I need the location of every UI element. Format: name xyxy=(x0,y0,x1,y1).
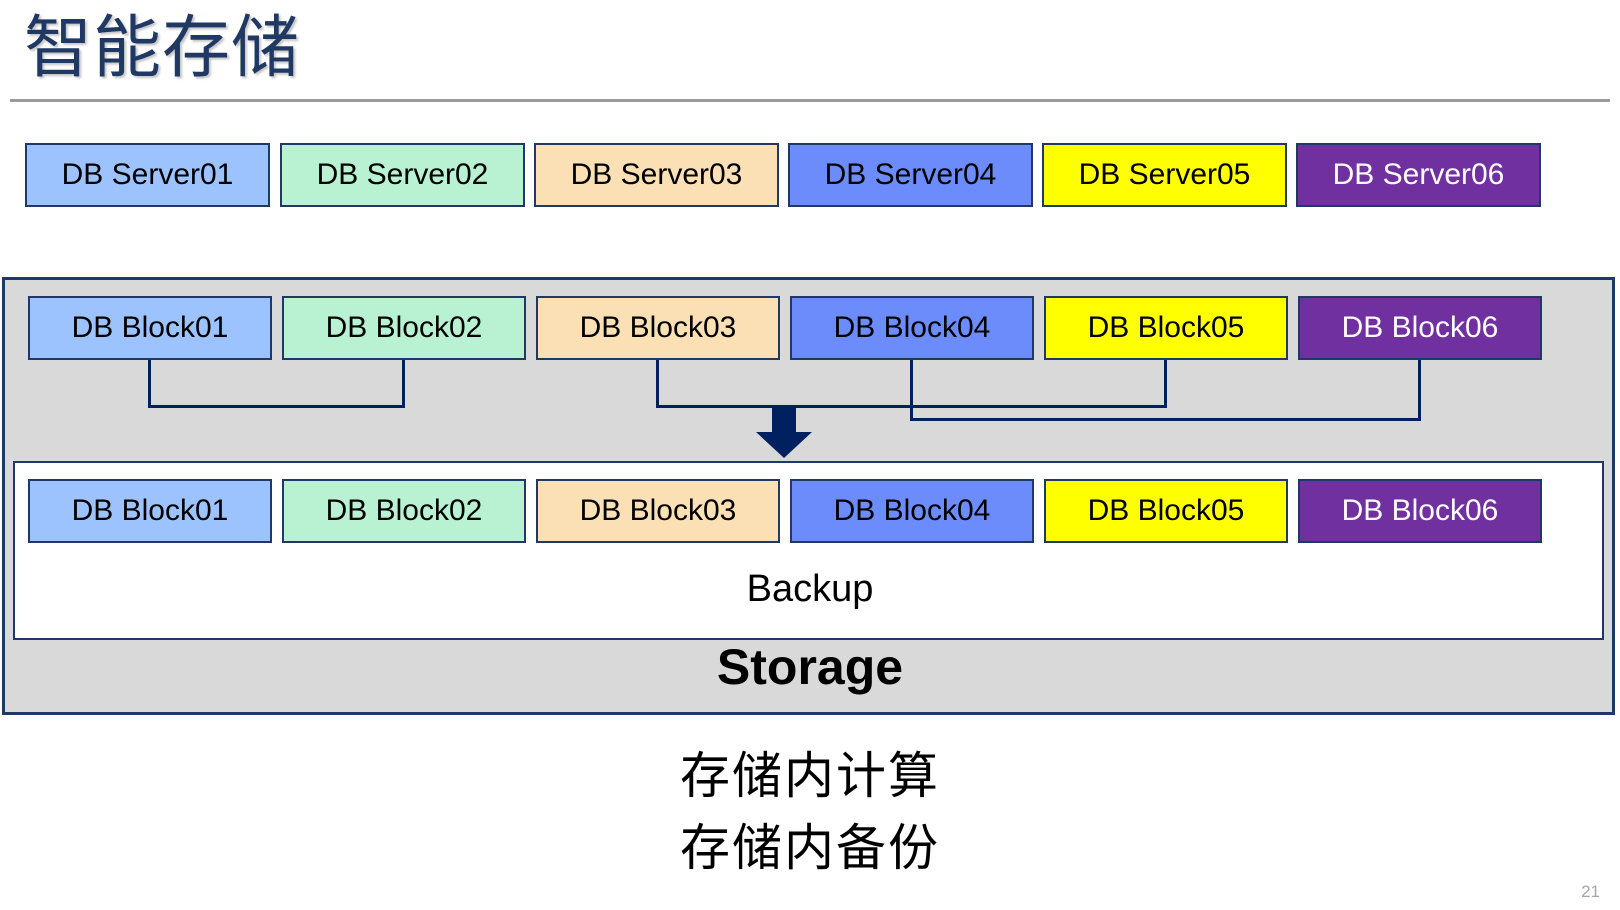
db-server-box-2[interactable]: DB Server02 xyxy=(280,143,525,207)
title-divider xyxy=(10,99,1610,102)
db-block-top-4[interactable]: DB Block04 xyxy=(790,296,1034,360)
down-arrow-icon xyxy=(756,408,812,458)
bracket-block04-block06-right-leg xyxy=(1418,360,1421,418)
db-block-top-4-label: DB Block04 xyxy=(833,311,991,344)
db-server-box-6-label: DB Server06 xyxy=(1332,158,1505,191)
bracket-block03-block05-right-leg xyxy=(1164,360,1167,405)
db-block-top-2[interactable]: DB Block02 xyxy=(282,296,526,360)
db-server-box-5-label: DB Server05 xyxy=(1078,158,1251,191)
db-block-top-1[interactable]: DB Block01 xyxy=(28,296,272,360)
bracket-block03-block05-left-leg xyxy=(656,360,659,405)
db-block-bottom-6[interactable]: DB Block06 xyxy=(1298,479,1542,543)
db-block-top-6-label: DB Block06 xyxy=(1341,311,1499,344)
db-block-top-3-label: DB Block03 xyxy=(579,311,737,344)
bracket-block01-block02-right-leg xyxy=(402,360,405,405)
arrow-head xyxy=(756,432,812,458)
db-server-box-4[interactable]: DB Server04 xyxy=(788,143,1033,207)
bracket-block04-block06-left-leg xyxy=(910,360,913,418)
db-block-top-2-label: DB Block02 xyxy=(325,311,483,344)
db-block-top-1-label: DB Block01 xyxy=(71,311,229,344)
db-block-top-5[interactable]: DB Block05 xyxy=(1044,296,1288,360)
db-block-bottom-1[interactable]: DB Block01 xyxy=(28,479,272,543)
arrow-stem xyxy=(772,408,796,434)
backup-label: Backup xyxy=(746,568,874,610)
caption-line-1: 存储内计算 xyxy=(680,748,940,804)
bracket-block01-block02-crossbar xyxy=(148,405,405,408)
db-server-box-3-label: DB Server03 xyxy=(570,158,743,191)
db-server-box-5[interactable]: DB Server05 xyxy=(1042,143,1287,207)
db-server-box-2-label: DB Server02 xyxy=(316,158,489,191)
db-block-bottom-3-label: DB Block03 xyxy=(579,494,737,527)
db-block-bottom-3[interactable]: DB Block03 xyxy=(536,479,780,543)
db-block-bottom-2-label: DB Block02 xyxy=(325,494,483,527)
caption-line-2: 存储内备份 xyxy=(680,820,940,876)
storage-label: Storage xyxy=(716,639,904,695)
db-server-box-1[interactable]: DB Server01 xyxy=(25,143,270,207)
db-server-box-6[interactable]: DB Server06 xyxy=(1296,143,1541,207)
page-number: 21 xyxy=(1581,882,1600,901)
db-block-top-5-label: DB Block05 xyxy=(1087,311,1245,344)
db-block-bottom-4[interactable]: DB Block04 xyxy=(790,479,1034,543)
bracket-block01-block02-left-leg xyxy=(148,360,151,405)
bracket-block04-block06-crossbar xyxy=(910,418,1421,421)
db-block-bottom-4-label: DB Block04 xyxy=(833,494,991,527)
page-title: 智能存储 xyxy=(24,10,301,86)
db-block-bottom-5[interactable]: DB Block05 xyxy=(1044,479,1288,543)
db-block-top-3[interactable]: DB Block03 xyxy=(536,296,780,360)
db-server-box-4-label: DB Server04 xyxy=(824,158,997,191)
db-block-bottom-5-label: DB Block05 xyxy=(1087,494,1245,527)
db-server-box-3[interactable]: DB Server03 xyxy=(534,143,779,207)
db-block-bottom-6-label: DB Block06 xyxy=(1341,494,1499,527)
db-block-bottom-1-label: DB Block01 xyxy=(71,494,229,527)
db-block-bottom-2[interactable]: DB Block02 xyxy=(282,479,526,543)
db-server-box-1-label: DB Server01 xyxy=(61,158,234,191)
db-block-top-6[interactable]: DB Block06 xyxy=(1298,296,1542,360)
